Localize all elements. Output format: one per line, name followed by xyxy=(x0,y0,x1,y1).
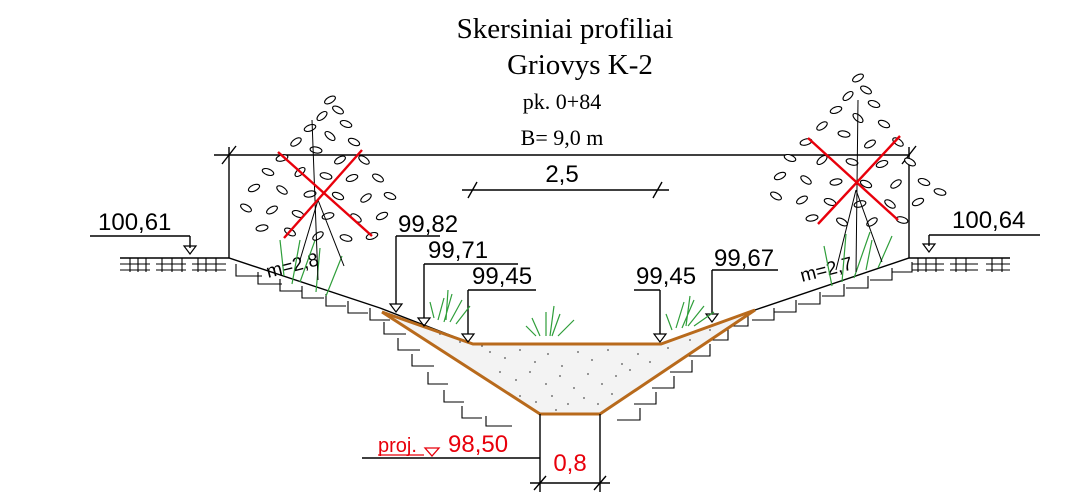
level-triangle-icon xyxy=(182,245,198,255)
slope-hatch-left xyxy=(235,264,512,427)
level-99-71: 99,71 xyxy=(416,237,518,327)
level-triangle-icon xyxy=(423,447,441,457)
grass-tufts xyxy=(279,231,893,337)
tree-to-remove-icon xyxy=(770,73,947,273)
level-99-67: 99,67 xyxy=(704,245,778,323)
level-triangle-icon xyxy=(921,243,937,253)
right-bank-value: 100,64 xyxy=(952,207,1025,234)
width-label: B= 9,0 m xyxy=(521,125,604,150)
level-triangle-icon xyxy=(652,333,668,343)
right-bottom-value: 99,45 xyxy=(636,263,696,290)
ground-hatch-right xyxy=(912,258,1010,272)
level-triangle-icon xyxy=(460,333,476,343)
slope-hatch-right xyxy=(617,262,913,421)
level-99-45-right: 99,45 xyxy=(634,263,696,343)
level-triangle-icon xyxy=(704,313,720,323)
remove-cross-left xyxy=(277,149,373,239)
left-bottom-value: 99,45 xyxy=(472,263,532,290)
ground-hatch-left xyxy=(120,258,226,272)
right-upper-value: 99,67 xyxy=(714,245,774,272)
level-triangle-icon xyxy=(416,317,432,327)
tree-to-remove-icon xyxy=(240,95,397,281)
left-tree xyxy=(240,95,397,281)
overall-width-dimension xyxy=(214,145,917,258)
design-ditch xyxy=(381,308,756,416)
right-bank-level: 100,64 xyxy=(921,207,1040,253)
left-bank-value: 100,61 xyxy=(98,209,171,236)
ground-line xyxy=(120,257,1010,345)
remove-cross-right xyxy=(807,135,901,225)
left-bank-level: 100,61 xyxy=(90,209,198,255)
top-width-value: 2,5 xyxy=(545,161,578,188)
drawing-title: Skersiniai profiliai xyxy=(457,13,674,45)
design-level-marker: proj. 98,50 xyxy=(362,431,540,459)
level-triangle-icon xyxy=(388,303,404,313)
level-99-45-left: 99,45 xyxy=(460,263,536,343)
level-99-82: 99,82 xyxy=(388,211,458,313)
left-upper-value: 99,82 xyxy=(398,211,458,238)
bottom-width-value: 0,8 xyxy=(553,450,586,477)
design-level-value: 98,50 xyxy=(448,431,508,458)
bottom-width-dimension: 0,8 xyxy=(530,414,610,492)
top-width-dimension: 2,5 xyxy=(462,161,669,199)
design-label: proj. xyxy=(378,435,417,457)
right-tree xyxy=(770,73,947,273)
ditch-name: Griovys K-2 xyxy=(507,49,653,81)
picket-label: pk. 0+84 xyxy=(523,89,601,114)
left-middle-value: 99,71 xyxy=(428,237,488,264)
